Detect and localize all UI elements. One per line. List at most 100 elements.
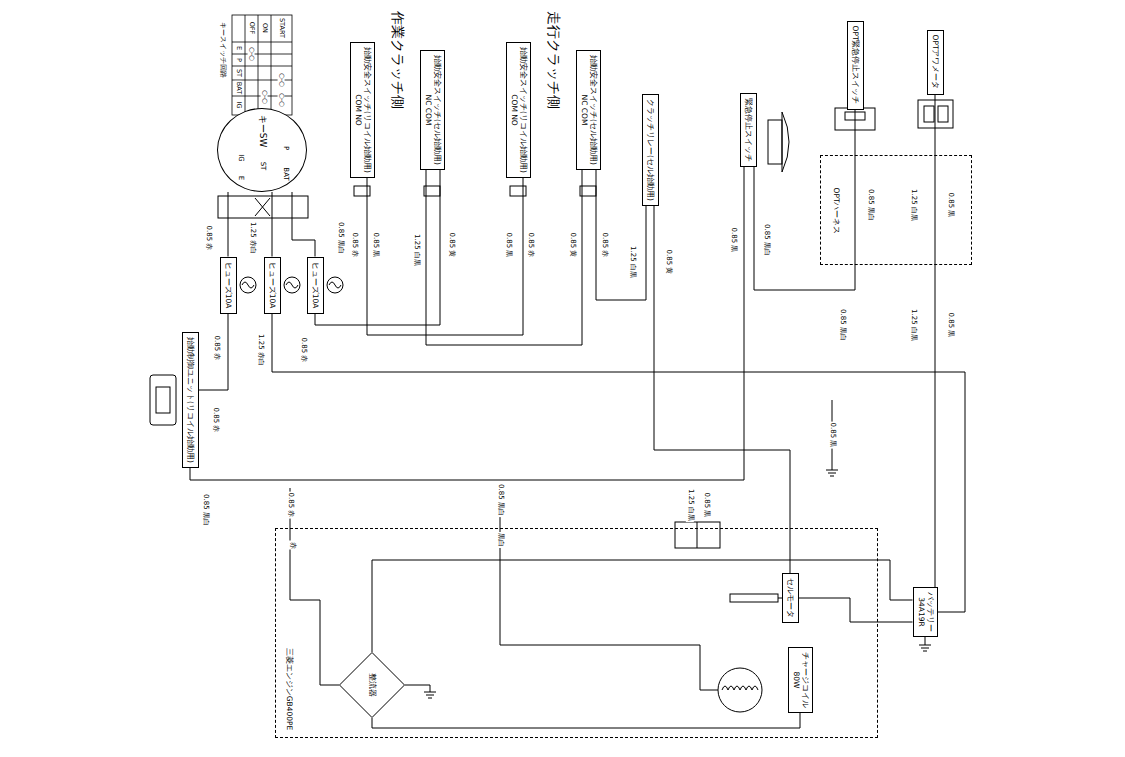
component-label: OPTハーネス [832, 186, 841, 235]
wire-label: 0.85 黒白 [201, 493, 209, 527]
wire-label: 0.85 黒白 [866, 188, 874, 222]
static-wire [730, 594, 778, 602]
wire-label: 1.25 白黒 [412, 233, 420, 267]
component-label: 始動安全スイッチ(リコイル始動用) [362, 46, 371, 174]
text-group: クラッチリレー(セル始動用) [646, 98, 655, 202]
fuse: ヒューズ10A [220, 257, 237, 314]
text-group: OPT緊急停止スイッチ [851, 24, 860, 105]
wire [654, 206, 790, 573]
label-holder: ST [234, 68, 241, 78]
text-group: キーSW [258, 114, 268, 149]
label-holder: 1.25 白黒 [909, 188, 917, 222]
wire [199, 314, 229, 391]
switch-connector [354, 186, 596, 196]
label-holder: IG [236, 153, 244, 163]
wire [292, 192, 315, 257]
text-group: 始動安全スイッチ(セル始動用)NC COM [423, 54, 440, 166]
unit-body [150, 375, 176, 425]
wire [426, 170, 582, 345]
text-group: 整流器 [368, 672, 377, 698]
wire-label: 0.85 黒 [946, 192, 954, 219]
table-cell: START [277, 17, 284, 39]
unit-body [150, 375, 176, 425]
wire-label: 0.85 黒白 [336, 221, 344, 255]
label-holder: IG [234, 101, 241, 110]
wire-label: 1.25 白黒 [686, 488, 694, 522]
wire-label: 0.85 赤 [350, 232, 358, 259]
switch-table [232, 42, 292, 43]
opt-stop-switch: OPT緊急停止スイッチ [847, 21, 864, 110]
label-holder: 0.85 黒白 [838, 308, 846, 342]
component-label: チャージコイル [800, 651, 809, 709]
label-holder: P [281, 145, 289, 151]
label-holder: 0.85 黒白 [496, 483, 504, 517]
label-holder: 作業クラッチ側 [389, 10, 404, 110]
component-label: バッテリー [925, 591, 934, 633]
component-label: OPTアワメータ [931, 33, 940, 90]
wire [272, 192, 273, 257]
switch-table [232, 54, 292, 55]
text-group: バッテリー34A19R [916, 591, 933, 633]
wire [372, 713, 800, 728]
wire-label: 0.85 黒白 [838, 308, 846, 342]
wire-label: 0.85 赤 [211, 407, 219, 434]
label-holder: 1.25 白黒 [909, 308, 917, 342]
wire-label: 0.85 赤 [204, 225, 212, 252]
label-holder: 1.25 赤白 [248, 221, 256, 255]
label-holder: OFF [247, 21, 254, 36]
label-holder: 1.25 白黒 [412, 233, 420, 267]
ground-symbol [830, 476, 834, 477]
wire [315, 170, 440, 325]
switch-connector [354, 186, 370, 196]
wire-label: 黒白 [496, 532, 504, 548]
wire-label: 0.85 赤 [299, 337, 307, 364]
component-label: NC COM [423, 54, 432, 166]
ground-symbol [424, 692, 436, 693]
label-holder: 0.85 赤 [212, 335, 220, 362]
label-holder: E [236, 175, 244, 181]
label-holder: ○-○ [247, 46, 254, 62]
ground-symbol [428, 698, 432, 699]
key-connector [218, 196, 308, 218]
terminal-name: E [236, 175, 244, 181]
switch-connector [510, 186, 526, 196]
fuse-symbol [240, 277, 343, 293]
wire-label: 1.25 赤白 [256, 333, 264, 367]
key-connector [218, 196, 308, 218]
hour-meter: OPTアワメータ [927, 30, 944, 95]
label-holder: 黒白 [496, 532, 504, 548]
table-cell: BAT [234, 81, 241, 95]
safety-switch: 始動安全スイッチ(リコイル始動用)COM NO [350, 42, 375, 178]
label-holder: 0.85 黒白 [201, 493, 209, 527]
table-cell: ○-○ [247, 46, 254, 62]
switch-table [258, 15, 259, 115]
ground-symbol [919, 645, 931, 646]
wire-label: 赤 [288, 541, 296, 550]
fuse-symbol [284, 277, 300, 293]
component-label: COM NO [353, 46, 362, 174]
component-label: 始動安全スイッチ(セル始動用) [432, 54, 441, 166]
ground-symbol [826, 470, 838, 471]
table-cell: IG [234, 101, 241, 110]
component-label: 三菱エンジンGB400PE [285, 647, 294, 732]
label-holder: 0.85 黒白 [762, 223, 770, 257]
component-label: 緊急停止スイッチ [744, 97, 753, 163]
wire [367, 178, 523, 335]
table-cell: E [234, 45, 241, 51]
fuse: ヒューズ10A [307, 257, 324, 314]
fuse-symbol [329, 282, 341, 288]
text-group: OPTアワメータ [931, 33, 940, 90]
coil-symbol [722, 686, 758, 690]
table-cell: P [234, 57, 241, 63]
table-cell: ○-○ [277, 72, 284, 88]
coil-symbol [718, 668, 762, 712]
wire-label: 0.85 黒 [828, 422, 836, 449]
static-wire [405, 685, 430, 692]
safety-switch: 始動安全スイッチ(リコイル始動用)COM NO [506, 42, 531, 178]
key-connector [255, 198, 270, 216]
label-holder: 1.25 白黒 [686, 488, 694, 522]
component-label: ヒューズ10A [224, 261, 233, 310]
safety-switch: 始動安全スイッチ(セル始動用)NC COM [576, 50, 601, 170]
component-label: 80W [791, 651, 800, 709]
